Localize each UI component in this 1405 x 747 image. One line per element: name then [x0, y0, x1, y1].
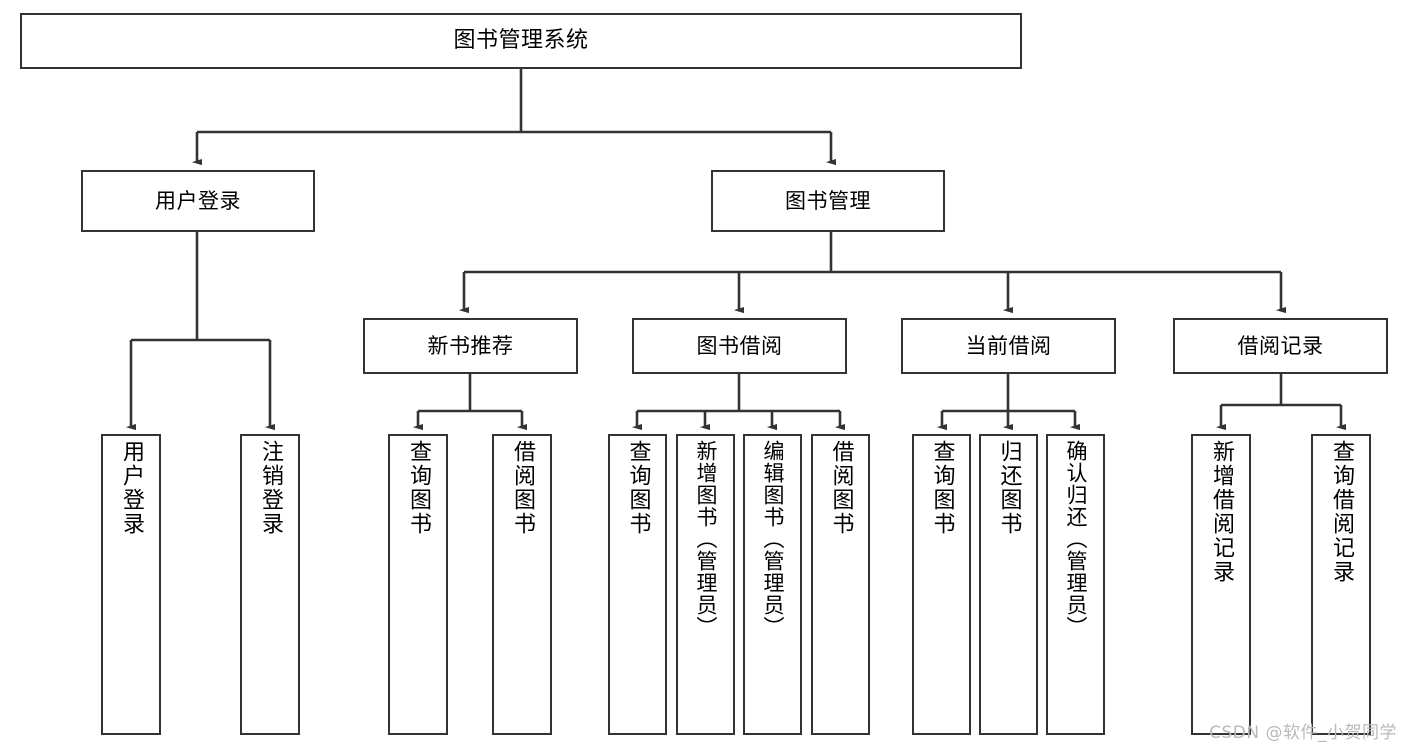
- node-leaf-logout-login-label: 注销登录: [258, 440, 283, 536]
- watermark-text: CSDN @软件_小贺同学: [1209, 723, 1397, 743]
- node-current-borrow-label: 当前借阅: [965, 333, 1052, 358]
- node-root[interactable]: 图书管理系统: [20, 13, 1022, 69]
- node-leaf-add-book-admin[interactable]: 新增图书（管理员）: [676, 434, 735, 735]
- node-leaf-query-book-1-label: 查询图书: [406, 440, 431, 536]
- node-leaf-query-book-3-label: 查询图书: [929, 440, 955, 536]
- node-leaf-query-book-3[interactable]: 查询图书: [912, 434, 971, 735]
- node-leaf-borrow-book-2[interactable]: 借阅图书: [811, 434, 870, 735]
- node-leaf-query-book-1[interactable]: 查询图书: [388, 434, 448, 735]
- node-leaf-add-borrow-record[interactable]: 新增借阅记录: [1191, 434, 1251, 735]
- node-leaf-edit-book-admin-label: 编辑图书（管理员）: [761, 440, 785, 638]
- node-leaf-user-login-label: 用户登录: [119, 440, 144, 536]
- node-borrow-record-label: 借阅记录: [1237, 333, 1324, 358]
- node-leaf-borrow-book-1[interactable]: 借阅图书: [492, 434, 552, 735]
- node-borrow-record[interactable]: 借阅记录: [1173, 318, 1388, 374]
- node-leaf-edit-book-admin[interactable]: 编辑图书（管理员）: [743, 434, 802, 735]
- node-leaf-borrow-book-2-label: 借阅图书: [828, 440, 854, 536]
- node-leaf-borrow-book-1-label: 借阅图书: [510, 440, 535, 536]
- node-leaf-add-borrow-record-label: 新增借阅记录: [1209, 440, 1234, 584]
- node-leaf-query-borrow-record-label: 查询借阅记录: [1329, 440, 1354, 584]
- node-book-management-label: 图书管理: [785, 188, 871, 213]
- node-book-borrow[interactable]: 图书借阅: [632, 318, 847, 374]
- node-book-borrow-label: 图书借阅: [696, 333, 783, 358]
- node-leaf-return-book[interactable]: 归还图书: [979, 434, 1038, 735]
- node-leaf-confirm-return-admin-label: 确认归还（管理员）: [1064, 440, 1088, 638]
- node-leaf-query-book-2[interactable]: 查询图书: [608, 434, 667, 735]
- node-user-login[interactable]: 用户登录: [81, 170, 315, 232]
- node-book-management[interactable]: 图书管理: [711, 170, 945, 232]
- node-current-borrow[interactable]: 当前借阅: [901, 318, 1116, 374]
- node-leaf-user-login[interactable]: 用户登录: [101, 434, 161, 735]
- node-leaf-return-book-label: 归还图书: [996, 440, 1022, 536]
- node-new-book-recommend[interactable]: 新书推荐: [363, 318, 578, 374]
- node-leaf-confirm-return-admin[interactable]: 确认归还（管理员）: [1046, 434, 1105, 735]
- node-leaf-add-book-admin-label: 新增图书（管理员）: [694, 440, 718, 638]
- node-leaf-logout-login[interactable]: 注销登录: [240, 434, 300, 735]
- node-root-label: 图书管理系统: [453, 28, 589, 54]
- node-leaf-query-borrow-record[interactable]: 查询借阅记录: [1311, 434, 1371, 735]
- node-user-login-label: 用户登录: [155, 188, 241, 213]
- node-leaf-query-book-2-label: 查询图书: [625, 440, 651, 536]
- node-new-book-recommend-label: 新书推荐: [427, 333, 514, 358]
